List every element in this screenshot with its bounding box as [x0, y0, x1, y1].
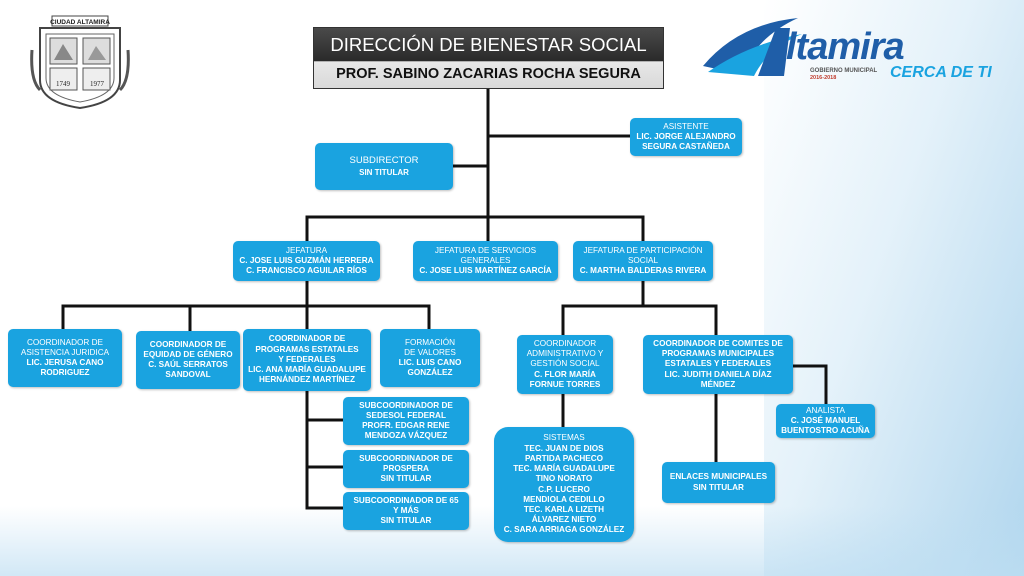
node-person: SIN TITULAR [693, 482, 744, 492]
seal-year-left: 1749 [56, 80, 71, 88]
node-person: LIC. JORGE ALEJANDRO [636, 131, 736, 141]
node-title: COORDINADOR DE [149, 339, 227, 349]
node-title: JEFATURA [285, 245, 328, 255]
node-title: PROSPERA [383, 463, 429, 473]
city-seal-logo: CIUDAD ALTAMIRA 1749 1977 [30, 15, 130, 110]
seal-year-right: 1977 [90, 80, 105, 88]
node-person: LIC. LUIS CANO [398, 358, 462, 367]
node-title: SUBCOORDINADOR DE [359, 400, 453, 410]
node-title: COORDINADOR [533, 338, 597, 348]
node-jefatura-participacion: JEFATURA DE PARTICIPACIÓN SOCIAL C. MART… [573, 241, 713, 281]
node-title: DE VALORES [404, 347, 456, 357]
node-title: GENERALES [460, 255, 511, 265]
node-person: LIC. JUDITH DANIELA DÍAZ [664, 369, 772, 379]
node-sub-sedesol: SUBCOORDINADOR DE SEDESOL FEDERAL PROFR.… [343, 397, 469, 445]
node-title: JEFATURA DE PARTICIPACIÓN [583, 245, 703, 255]
node-person: MÉNDEZ [700, 379, 736, 389]
node-person: SIN TITULAR [380, 474, 432, 484]
node-title: ASISTENTE [663, 121, 709, 131]
node-person: TEC. MARÍA GUADALUPE [513, 464, 615, 474]
node-title: COORDINADOR DE [268, 334, 346, 344]
node-title: JEFATURA DE SERVICIOS [434, 245, 537, 255]
node-person: C. SAÚL SERRATOS [148, 360, 228, 369]
node-title: SEDESOL FEDERAL [366, 410, 446, 420]
node-sub-65: SUBCOORDINADOR DE 65 Y MÁS SIN TITULAR [343, 492, 469, 530]
node-person: SIN TITULAR [359, 167, 409, 177]
node-person: BUENTOSTRO ACUÑA [781, 426, 870, 436]
node-title: Y MÁS [393, 505, 419, 515]
node-person: TEC. JUAN DE DIOS [524, 443, 604, 453]
node-title: Y FEDERALES [278, 354, 336, 364]
node-title: SUBCOORDINADOR DE 65 [353, 495, 459, 505]
node-person: LIC. ANA MARÍA GUADALUPE [248, 365, 366, 375]
node-person: PARTIDA PACHECO [524, 453, 604, 463]
altamira-swoosh-icon [703, 18, 802, 76]
node-person: GONZÁLEZ [407, 368, 453, 378]
seal-top-text: CIUDAD ALTAMIRA [50, 19, 110, 26]
altamira-logo: ltamira GOBIERNO MUNICIPAL 2016-2018 CER… [698, 14, 993, 84]
node-title: SUBDIRECTOR [349, 154, 419, 166]
node-person: SEGURA CASTAÑEDA [642, 142, 730, 152]
node-sistemas: SISTEMAS TEC. JUAN DE DIOS PARTIDA PACHE… [494, 427, 634, 542]
node-formacion-valores: FORMACIÓN DE VALORES LIC. LUIS CANO GONZ… [380, 329, 480, 387]
node-title: ESTATALES Y FEDERALES [664, 359, 772, 369]
node-person: ÁLVAREZ NIETO [531, 515, 597, 525]
node-title: ASISTENCIA JURIDICA [20, 347, 110, 357]
node-person: SANDOVAL [165, 370, 211, 380]
node-jefatura-servicios: JEFATURA DE SERVICIOS GENERALES C. JOSE … [413, 241, 558, 281]
director-name: PROF. SABINO ZACARIAS ROCHA SEGURA [336, 66, 641, 82]
node-person: C. FLOR MARÍA [534, 369, 596, 379]
node-coord-equidad: COORDINADOR DE EQUIDAD DE GÉNERO C. SAÚL… [136, 331, 240, 389]
node-title: PROGRAMAS MUNICIPALES [661, 349, 775, 359]
node-title: SISTEMAS [543, 433, 585, 443]
node-person: TEC. KARLA LIZETH [523, 504, 605, 514]
node-coord-comites: COORDINADOR DE COMITES DE PROGRAMAS MUNI… [643, 335, 793, 394]
node-person: PROFR. EDGAR RENE [362, 421, 450, 430]
node-coord-juridica: COORDINADOR DE ASISTENCIA JURIDICA LIC. … [8, 329, 122, 387]
node-sub-prospera: SUBCOORDINADOR DE PROSPERA SIN TITULAR [343, 450, 469, 488]
logo-tagline: CERCA DE TI [890, 64, 992, 81]
node-title: PROGRAMAS ESTATALES [255, 344, 359, 354]
node-person: RODRIGUEZ [40, 368, 90, 378]
node-title: COORDINADOR DE COMITES DE [653, 338, 783, 348]
node-person: HERNÁNDEZ MARTÍNEZ [259, 375, 355, 385]
node-person: C. JOSE LUIS MARTÍNEZ GARCÍA [419, 266, 552, 276]
node-title: EQUIDAD DE GÉNERO [143, 349, 233, 359]
director-title-box: DIRECCIÓN DE BIENESTAR SOCIAL PROF. SABI… [313, 27, 664, 89]
node-person: C. SARA ARRIAGA GONZÁLEZ [503, 525, 625, 535]
node-subdirector: SUBDIRECTOR SIN TITULAR [315, 143, 453, 190]
node-person: MENDOZA VÁZQUEZ [364, 431, 448, 441]
node-person: C. FRANCISCO AGUILAR RÍOS [246, 266, 367, 276]
node-title: GESTIÓN SOCIAL [530, 359, 600, 369]
logo-period: 2016-2018 [810, 75, 837, 81]
node-coord-programas: COORDINADOR DE PROGRAMAS ESTATALES Y FED… [243, 329, 371, 391]
node-person: TINO NORATO [535, 474, 593, 484]
node-title: ANALISTA [806, 405, 845, 415]
node-person: SIN TITULAR [380, 516, 432, 526]
node-person: C. JOSE LUIS GUZMÁN HERRERA [239, 255, 374, 265]
logo-wordmark: ltamira [786, 26, 905, 68]
node-person: C.P. LUCERO [538, 484, 590, 494]
node-coord-administrativo: COORDINADOR ADMINISTRATIVO Y GESTIÓN SOC… [517, 335, 613, 394]
node-person: C. MARTHA BALDERAS RIVERA [579, 266, 707, 276]
background-wave-right [764, 0, 1024, 576]
node-title: ADMINISTRATIVO Y [526, 349, 604, 359]
node-title: SOCIAL [627, 255, 659, 265]
node-analista: ANALISTA C. JOSÉ MANUEL BUENTOSTRO ACUÑA [776, 404, 875, 438]
node-asistente: ASISTENTE LIC. JORGE ALEJANDRO SEGURA CA… [630, 118, 742, 156]
node-person: FORNUE TORRES [529, 379, 601, 389]
node-jefatura: JEFATURA C. JOSE LUIS GUZMÁN HERRERA C. … [233, 241, 380, 281]
node-title: ENLACES MUNICIPALES [669, 472, 768, 482]
node-person: LIC. JERUSA CANO [26, 358, 104, 367]
node-person: C. JOSÉ MANUEL [790, 415, 861, 425]
node-title: SUBCOORDINADOR DE [359, 453, 453, 463]
node-title: FORMACIÓN [404, 337, 456, 347]
node-enlaces-municipales: ENLACES MUNICIPALES SIN TITULAR [662, 462, 775, 503]
logo-gobierno: GOBIERNO MUNICIPAL [810, 68, 878, 74]
node-person: MENDIOLA CEDILLO [523, 494, 605, 504]
node-title: COORDINADOR DE [27, 337, 103, 347]
page-title: DIRECCIÓN DE BIENESTAR SOCIAL [330, 34, 647, 55]
